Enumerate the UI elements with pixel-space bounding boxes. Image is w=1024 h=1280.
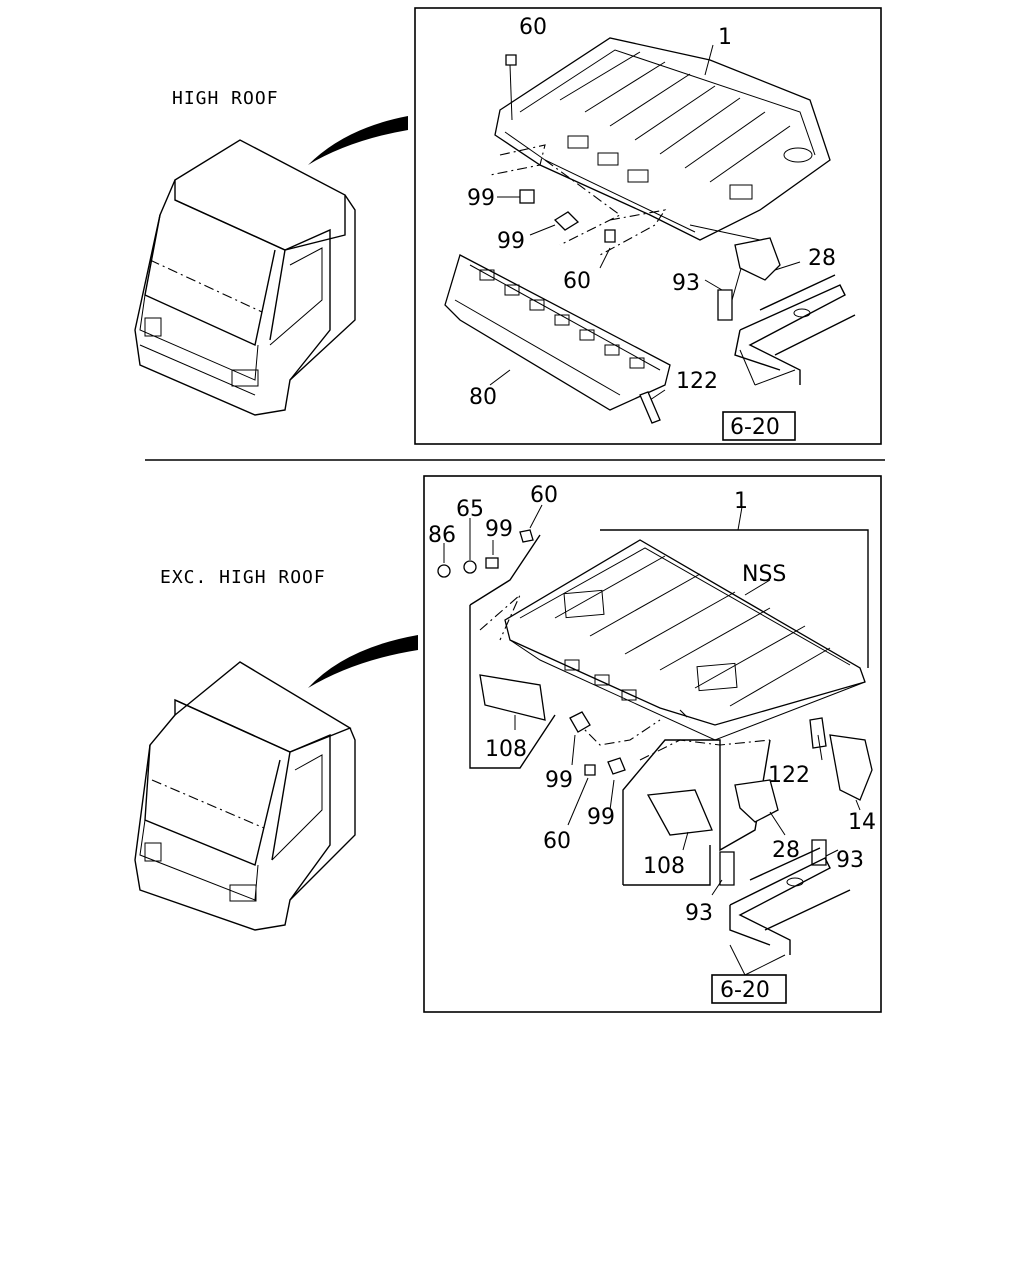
nut-99	[485, 557, 499, 569]
strip-122	[809, 717, 827, 749]
ref-label: 6-20	[720, 978, 770, 1003]
callout-65: 65	[456, 497, 484, 522]
exc-high-roof-section: EXC. HIGH ROOF	[134, 475, 882, 1013]
washer-86	[437, 564, 451, 578]
high-roof-section: HIGH ROOF	[134, 7, 882, 445]
clip-60	[604, 229, 616, 243]
callout-99: 99	[545, 768, 573, 793]
pointer-arrow	[308, 635, 418, 688]
callout-93: 93	[836, 848, 864, 873]
high-roof-title: HIGH ROOF	[172, 88, 279, 109]
callout-60: 60	[519, 15, 547, 40]
clip-60	[519, 529, 534, 543]
callout-99: 99	[485, 517, 513, 542]
washer-65	[463, 560, 477, 574]
nut-99	[607, 757, 626, 775]
nut-99	[553, 211, 580, 231]
high-roof-detail-frame	[414, 7, 882, 445]
high-roof-panel	[494, 37, 831, 241]
bracket-28	[734, 237, 781, 281]
roof-reinforcement-80	[444, 254, 671, 411]
standard-roof-panel	[504, 539, 866, 741]
callout-60: 60	[563, 269, 591, 294]
callout-14: 14	[848, 810, 876, 835]
ref-label: 6-20	[730, 415, 780, 440]
nut-99	[519, 189, 535, 204]
callout-108: 108	[485, 737, 527, 762]
callout-28: 28	[772, 838, 800, 863]
callout-1: 1	[718, 25, 732, 50]
exc-high-roof-title: EXC. HIGH ROOF	[160, 567, 326, 588]
callout-99: 99	[587, 805, 615, 830]
callout-28: 28	[808, 246, 836, 271]
pointer-arrow	[308, 116, 408, 165]
callout-93: 93	[685, 901, 713, 926]
standard-roof-cab-illustration	[134, 635, 418, 931]
high-roof-cab-illustration	[134, 116, 408, 416]
callout-99: 99	[497, 229, 525, 254]
callout-122: 122	[768, 763, 810, 788]
callout-108: 108	[643, 854, 685, 879]
callout-60: 60	[530, 483, 558, 508]
bracket-28	[734, 779, 779, 823]
reinforcement-108	[479, 674, 546, 721]
callout-1: 1	[734, 489, 748, 514]
bolt-93	[719, 851, 735, 886]
ref-box	[722, 411, 796, 441]
bolt-93	[717, 289, 733, 321]
strip-122	[639, 391, 661, 424]
callout-99: 99	[467, 186, 495, 211]
nss-label: NSS	[742, 562, 786, 587]
callout-60: 60	[543, 829, 571, 854]
bracket-14	[829, 734, 873, 801]
clip-60	[505, 54, 517, 66]
nut-99	[569, 711, 591, 733]
callout-122: 122	[676, 369, 718, 394]
reinforcement-108	[646, 789, 713, 836]
callout-80: 80	[469, 385, 497, 410]
ref-box	[711, 974, 787, 1004]
callout-86: 86	[428, 523, 456, 548]
exc-high-roof-detail-frame	[423, 475, 882, 1013]
clip-60	[584, 764, 596, 776]
callout-93: 93	[672, 271, 700, 296]
